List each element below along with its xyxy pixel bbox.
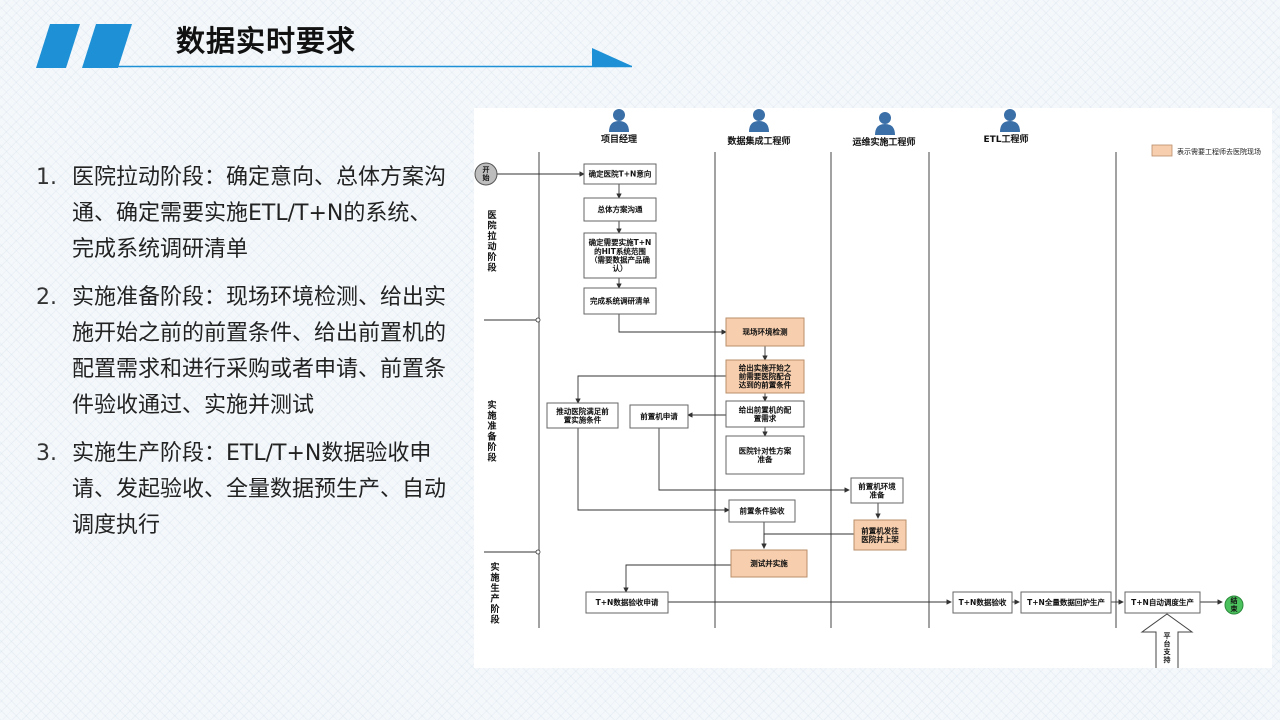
process-box-text: 置实施条件	[564, 414, 602, 424]
phase-label: 医院拉动阶段	[487, 210, 497, 274]
role-avatar-icon	[609, 109, 629, 132]
process-box-b5: 现场环境检测	[725, 317, 805, 347]
list-text: 实施生产阶段：ETL/T+N数据验收申请、发起验收、全量数据预生产、自动调度执行	[72, 441, 447, 538]
flow-connectors	[497, 171, 1223, 605]
process-box-b4: 完成系统调研清单	[583, 287, 657, 315]
process-box-text: 医院针对性方案	[739, 445, 792, 455]
process-box-text: 确定医院T+N意向	[589, 169, 652, 179]
header-arrow-tip	[592, 48, 632, 66]
role-label: 运维实施工程师	[852, 136, 915, 148]
process-box-b2: 总体方案沟通	[583, 197, 657, 222]
connector	[618, 314, 727, 335]
process-box-text: 置需求	[754, 413, 777, 423]
phase-divider-node	[535, 549, 541, 555]
flowchart-canvas: 项目经理 数据集成工程师 运维实施工程师 ETL工程师 表示需要工程师去医院现场…	[474, 109, 1261, 668]
role-avatar-icon	[1000, 109, 1020, 132]
process-box-text: 前置机环境	[858, 481, 896, 491]
process-box-text: （需要数据产品确	[590, 254, 650, 264]
connector	[577, 428, 730, 513]
process-box-text: 医院并上架	[861, 534, 899, 544]
process-box-b16: T+N数据验收	[952, 591, 1013, 614]
process-box-text: 前需要医院配合	[739, 371, 792, 381]
legend-label: 表示需要工程师去医院现场	[1177, 147, 1261, 156]
header-decoration	[36, 24, 632, 68]
list-number: 1.	[36, 165, 57, 190]
list-item: 3. 实施生产阶段：ETL/T+N数据验收申请、发起验收、全量数据预生产、自动调度…	[36, 436, 446, 544]
process-box-text: 前置机申请	[640, 411, 678, 421]
phase-label: 实施准备阶段	[486, 399, 497, 464]
header-stripe-2	[82, 24, 132, 68]
process-box-text: 给出前置机的配	[739, 404, 792, 414]
connector	[575, 375, 726, 404]
process-box-text: 准备	[870, 489, 885, 499]
list-item: 2. 实施准备阶段：现场环境检测、给出实施开始之前的前置条件、给出前置机的配置需求…	[36, 280, 446, 424]
list-item: 1. 医院拉动阶段：确定意向、总体方案沟通、确定需要实施ETL/T+N的系统、完成…	[36, 160, 446, 268]
process-box-b10: 前置机申请	[629, 404, 689, 429]
process-box-text: 认）	[613, 263, 628, 273]
list-text: 医院拉动阶段：确定意向、总体方案沟通、确定需要实施ETL/T+N的系统、完成系统…	[72, 165, 447, 262]
process-box-b1: 确定医院T+N意向	[583, 163, 657, 185]
connector	[658, 428, 850, 493]
process-box-b12: 前置条件验收	[728, 499, 796, 523]
process-box-b15: T+N数据验收申请	[585, 591, 669, 614]
process-boxes: 确定医院T+N意向总体方案沟通确定需要实施T+N的HIT系统范围（需要数据产品确…	[546, 163, 1201, 614]
slide-header: 数据实时要求	[0, 0, 640, 80]
end-node	[1224, 595, 1244, 615]
page-title: 数据实时要求	[176, 24, 357, 58]
start-label: 开始	[482, 166, 490, 182]
phase-divider-node	[535, 317, 541, 323]
process-box-text: 确定需要实施T+N	[589, 237, 652, 247]
process-box-b7: 给出前置机的配置需求	[725, 400, 805, 428]
connector	[761, 533, 854, 549]
process-box-text: 的HIT系统范围	[594, 246, 646, 256]
connector	[623, 564, 731, 593]
header-stripe-1	[36, 24, 80, 68]
list-number: 2.	[36, 285, 57, 310]
swimlane-flowchart: 项目经理 数据集成工程师 运维实施工程师 ETL工程师 表示需要工程师去医院现场…	[474, 108, 1272, 668]
process-box-text: 推动医院满足前	[556, 406, 609, 416]
process-box-b18: T+N自动调度生产	[1124, 591, 1201, 614]
process-box-text: 测试并实施	[750, 558, 788, 568]
phase-list: 1. 医院拉动阶段：确定意向、总体方案沟通、确定需要实施ETL/T+N的系统、完成…	[36, 160, 446, 556]
process-box-text: 准备	[758, 454, 773, 464]
role-label: ETL工程师	[983, 133, 1028, 145]
role-avatar-icon	[875, 112, 895, 135]
legend-swatch	[1151, 144, 1173, 157]
process-box-text: 达到的前置条件	[739, 380, 792, 390]
list-number: 3.	[36, 441, 57, 466]
process-box-b17: T+N全量数据回炉生产	[1020, 591, 1112, 614]
role-label: 项目经理	[601, 133, 637, 145]
process-box-text: 现场环境检测	[743, 327, 788, 337]
role-label: 数据集成工程师	[727, 135, 790, 147]
role-avatar-icon	[749, 109, 769, 132]
process-box-text: T+N全量数据回炉生产	[1027, 597, 1105, 607]
process-box-text: 前置机发往	[861, 525, 899, 535]
process-box-text: T+N数据验收申请	[596, 597, 659, 607]
process-box-text: 完成系统调研清单	[590, 296, 650, 306]
platform-support-arrow-icon	[1140, 613, 1194, 668]
end-label: 结束	[1230, 596, 1239, 613]
process-box-b14: 测试并实施	[730, 549, 808, 578]
process-box-text: 总体方案沟通	[598, 204, 643, 214]
process-box-text: T+N数据验收	[959, 597, 1007, 607]
process-box-text: 给出实施开始之	[739, 363, 792, 373]
connector	[729, 521, 767, 549]
process-box-text: 前置条件验收	[740, 506, 785, 516]
process-box-text: T+N自动调度生产	[1131, 597, 1194, 607]
phase-label: 实施生产阶段	[490, 561, 500, 626]
platform-support-label: 平台支持	[1163, 632, 1172, 664]
list-text: 实施准备阶段：现场环境检测、给出实施开始之前的前置条件、给出前置机的配置需求和进…	[72, 285, 447, 418]
